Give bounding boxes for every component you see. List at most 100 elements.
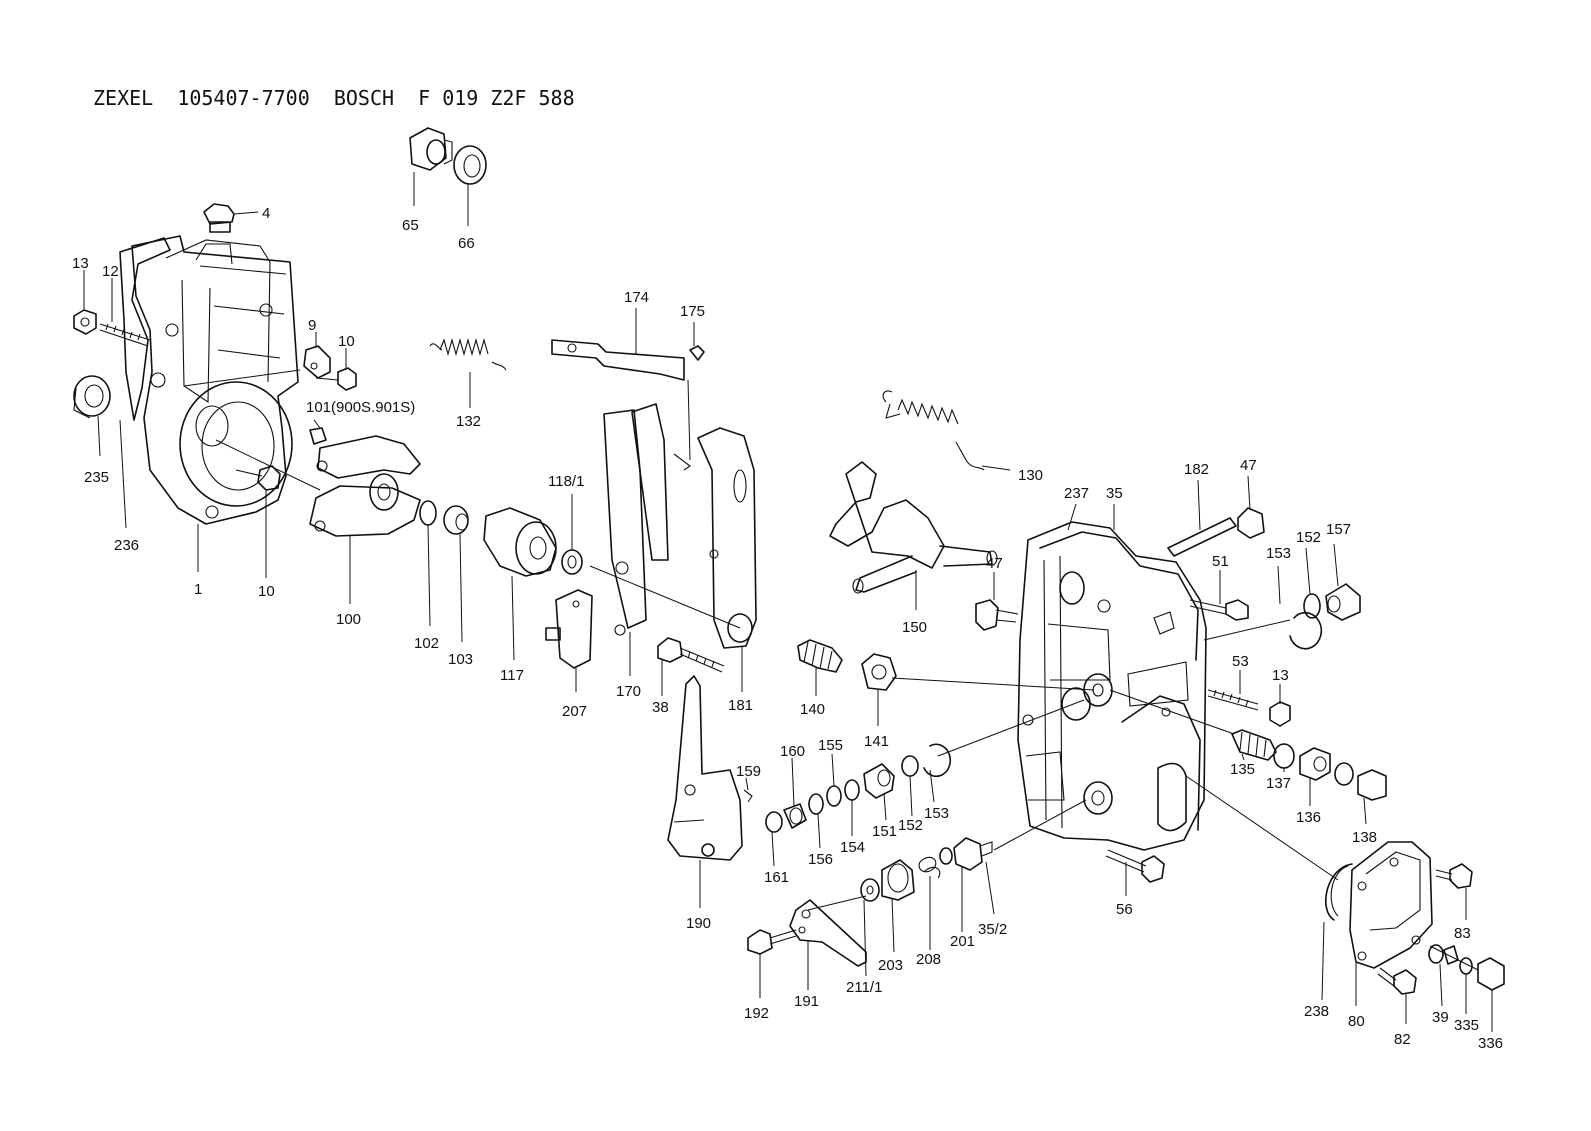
label-part-35-2: 35/2 <box>978 921 1007 938</box>
label-part-51: 51 <box>1212 553 1229 570</box>
bolt-38-drawing <box>657 637 725 673</box>
label-part-190: 190 <box>686 915 711 932</box>
cap-336-drawing <box>1477 957 1505 991</box>
screw-135-drawing <box>1231 729 1277 761</box>
o-ring-152-upper-drawing <box>1303 593 1321 619</box>
circlip-153-upper-drawing <box>1289 611 1323 650</box>
label-part-182: 182 <box>1184 461 1209 478</box>
washer-154-drawing <box>844 779 860 801</box>
pin-182-drawing <box>1167 517 1237 557</box>
bolt-47-left-drawing <box>975 599 1019 631</box>
label-part-237: 237 <box>1064 485 1089 502</box>
label-part-155: 155 <box>818 737 843 754</box>
label-part-150: 150 <box>902 619 927 636</box>
label-part-66: 66 <box>458 235 475 252</box>
sleeve-117-drawing <box>483 507 557 577</box>
bolt-83-drawing <box>1435 863 1473 889</box>
label-part-335: 335 <box>1454 1017 1479 1034</box>
cap-203-drawing <box>881 859 915 901</box>
label-part-181: 181 <box>728 697 753 714</box>
washer-156-drawing <box>808 793 824 815</box>
label-part-235: 235 <box>84 469 109 486</box>
spring-132-drawing <box>429 337 507 371</box>
label-part-170: 170 <box>616 683 641 700</box>
label-part-53: 53 <box>1232 653 1249 670</box>
label-part-156: 156 <box>808 851 833 868</box>
washer-136b-drawing <box>1334 762 1354 786</box>
sleeve-151-drawing <box>863 763 895 799</box>
cover-80-drawing <box>1349 841 1433 969</box>
label-part-47-right: 47 <box>1240 457 1257 474</box>
label-part-191: 191 <box>794 993 819 1010</box>
sleeve-103-drawing <box>443 505 469 535</box>
plate-191-drawing <box>789 899 867 967</box>
label-part-132: 132 <box>456 413 481 430</box>
label-part-336: 336 <box>1478 1035 1503 1052</box>
label-part-157: 157 <box>1326 521 1351 538</box>
label-part-192: 192 <box>744 1005 769 1022</box>
stud-53-drawing <box>1207 689 1259 711</box>
label-part-208: 208 <box>916 951 941 968</box>
washer-118-drawing <box>561 549 583 575</box>
bolt-10-upper-drawing <box>315 367 357 391</box>
label-part-100: 100 <box>336 611 361 628</box>
label-part-10-lower: 10 <box>258 583 275 600</box>
lever-190-drawing <box>667 675 743 861</box>
bracket-9-drawing <box>303 345 331 379</box>
ring-161-drawing <box>765 811 783 833</box>
label-part-117: 117 <box>500 667 524 684</box>
label-part-130: 130 <box>1018 467 1043 484</box>
lever-shaft-150-drawing <box>829 461 998 594</box>
governor-cover-35-drawing <box>1017 521 1207 851</box>
o-ring-238-drawing <box>1325 863 1353 921</box>
plug-157-drawing <box>1325 583 1361 621</box>
label-part-13-left: 13 <box>72 255 89 272</box>
label-part-47-left: 47 <box>986 555 1003 572</box>
label-part-211-1: 211/1 <box>846 979 882 996</box>
cap-138-drawing <box>1357 769 1387 801</box>
circlip-153-lower-drawing <box>923 743 952 778</box>
nut-136-drawing <box>1299 747 1331 781</box>
bolt-192-drawing <box>747 929 797 955</box>
sleeve-160-drawing <box>783 803 807 829</box>
label-part-10-upper: 10 <box>338 333 355 350</box>
label-part-118-1: 118/1 <box>548 473 584 490</box>
flyweight-assembly-100-drawing <box>309 435 421 537</box>
o-ring-201-drawing <box>939 847 953 865</box>
label-part-152-lower: 152 <box>898 817 923 834</box>
label-part-159: 159 <box>736 763 761 780</box>
screw-140-drawing <box>797 639 843 673</box>
stud-12-drawing <box>99 323 151 347</box>
nut-141-drawing <box>861 653 897 691</box>
pin-159-drawing <box>743 789 753 803</box>
label-part-39: 39 <box>1432 1009 1449 1026</box>
label-part-151: 151 <box>872 823 897 840</box>
label-part-154: 154 <box>840 839 865 856</box>
label-part-137: 137 <box>1266 775 1291 792</box>
label-part-83: 83 <box>1454 925 1471 942</box>
screw-35-2-drawing <box>953 837 993 871</box>
plug-65-drawing <box>409 127 453 171</box>
label-part-201: 201 <box>950 933 975 950</box>
leader-lines <box>83 172 1493 1032</box>
label-part-207: 207 <box>562 703 587 720</box>
nut-13-drawing <box>73 309 97 335</box>
bolt-10-lower-drawing <box>235 465 281 491</box>
bolt-82-drawing <box>1377 967 1417 995</box>
part-labels: 65 66 4 13 12 9 10 101(900S.901S) 235 23… <box>72 205 1503 1052</box>
tensioning-lever-170-drawing <box>603 403 691 636</box>
label-part-138: 138 <box>1352 829 1377 846</box>
label-part-13-right: 13 <box>1272 667 1289 684</box>
label-part-103: 103 <box>448 651 473 668</box>
spring-208-drawing <box>918 856 941 879</box>
label-part-175: 175 <box>680 303 705 320</box>
ring-nut-235-drawing <box>73 375 111 419</box>
washer-102-drawing <box>419 500 437 526</box>
label-part-140: 140 <box>800 701 825 718</box>
label-part-102: 102 <box>414 635 439 652</box>
label-part-136: 136 <box>1296 809 1321 826</box>
assembly-axis-lines <box>183 369 1479 971</box>
lever-174-drawing <box>551 339 685 381</box>
block-207-drawing <box>545 589 593 669</box>
